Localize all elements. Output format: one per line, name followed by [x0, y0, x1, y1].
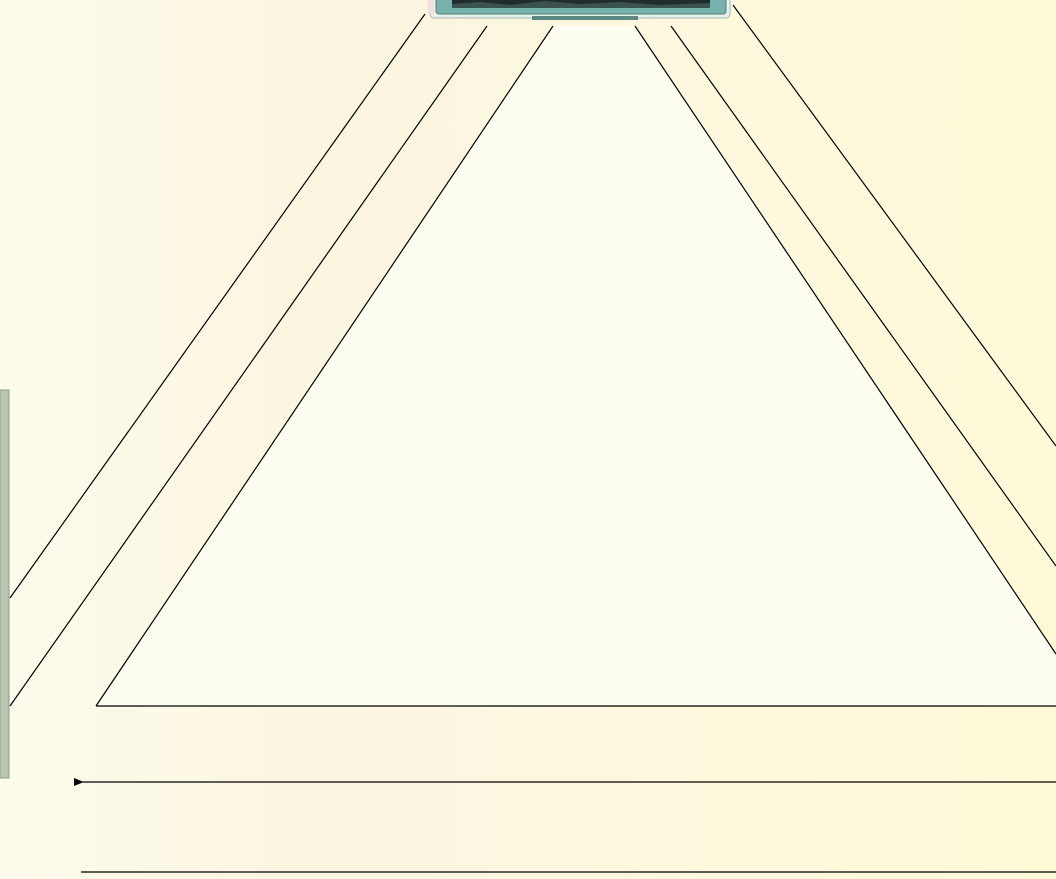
left-side-bar — [0, 390, 9, 778]
computer-monitor-icon — [428, 0, 730, 20]
inner-triangle — [96, 26, 1056, 706]
